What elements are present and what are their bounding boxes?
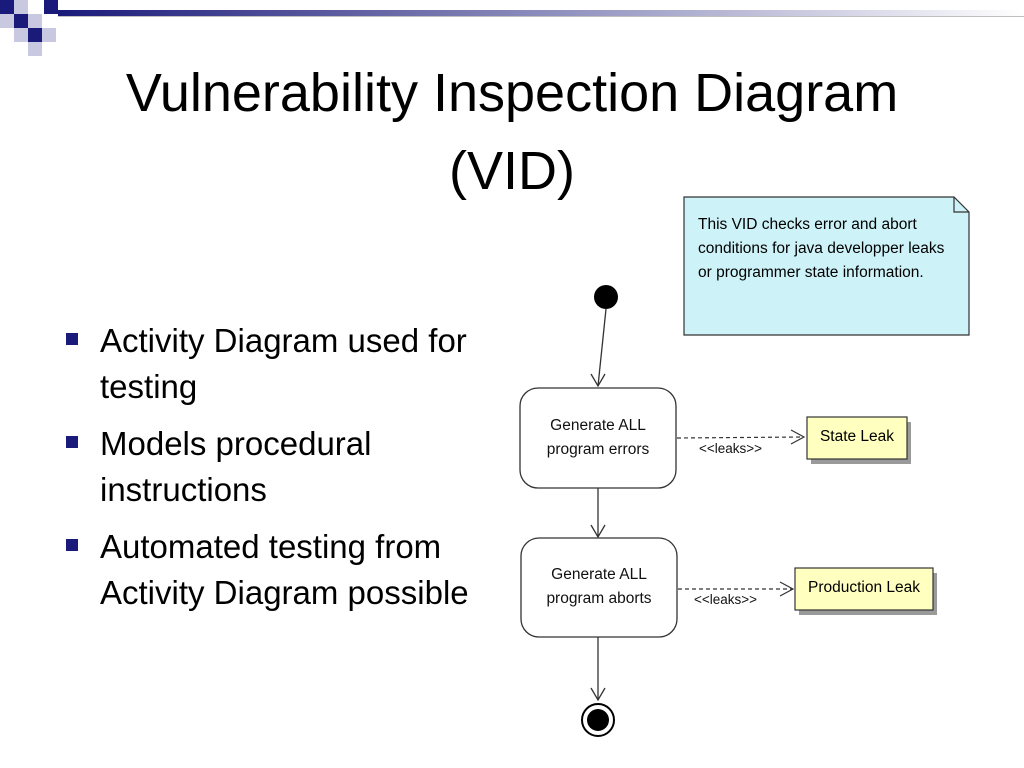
bullet-text: Models procedural instructions (100, 425, 372, 508)
leaks-dependency-1 (676, 429, 806, 445)
object-production-leak-shape (794, 567, 937, 615)
initial-node (594, 285, 618, 309)
bullet-item: Automated testing from Activity Diagram … (62, 524, 502, 616)
activity-label-line: program aborts (546, 590, 652, 607)
control-flow-2 (590, 488, 606, 539)
control-flow-1 (590, 308, 607, 388)
slide-title-line-2: (VID) (449, 141, 575, 201)
object-state-leak-shape (806, 416, 911, 464)
bullet-list: Activity Diagram used for testing Models… (62, 318, 502, 627)
control-flow-3 (590, 637, 606, 702)
bullet-square-icon (66, 539, 78, 551)
activity-label-line: Generate ALL (550, 417, 646, 434)
bullet-text: Activity Diagram used for testing (100, 322, 467, 405)
bullet-text: Automated testing from Activity Diagram … (100, 528, 469, 611)
bullet-square-icon (66, 333, 78, 345)
activity-label-aborts: Generate ALL program aborts (521, 563, 677, 611)
object-production-leak-label: Production Leak (807, 579, 921, 596)
final-node (581, 703, 615, 737)
activity-label-line: Generate ALL (551, 566, 647, 583)
bullet-item: Activity Diagram used for testing (62, 318, 502, 410)
object-state-leak-label: State Leak (819, 428, 895, 445)
activity-label-errors: Generate ALL program errors (520, 414, 676, 462)
leaks-dependency-2 (678, 581, 795, 597)
bullet-item: Models procedural instructions (62, 421, 502, 513)
header-decoration (0, 0, 1024, 56)
note-box (683, 196, 970, 336)
activity-generate-errors (519, 387, 677, 489)
dependency-label-2: <<leaks>> (694, 592, 758, 607)
note-text: This VID checks error and abort conditio… (698, 216, 945, 281)
slide-title-line-1: Vulnerability Inspection Diagram (125, 63, 899, 123)
activity-label-line: program errors (546, 441, 650, 458)
activity-generate-aborts (520, 537, 678, 638)
dependency-label-1: <<leaks>> (699, 441, 763, 456)
bullet-square-icon (66, 436, 78, 448)
